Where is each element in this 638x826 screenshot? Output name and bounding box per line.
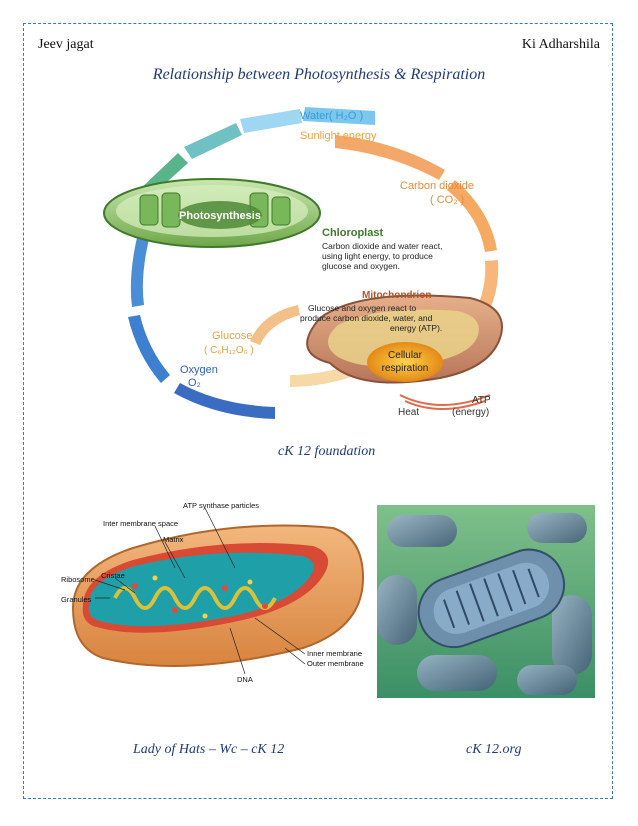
atp-label-1: ATP: [472, 395, 491, 406]
caption-ck12-org: cK 12.org: [466, 742, 522, 757]
glucose-label-2: ( C₆H₁₂O₆ ): [204, 345, 254, 356]
chloroplast-text-3: glucose and oxygen.: [322, 261, 400, 271]
heat-label: Heat: [398, 407, 419, 418]
mito-text-2: produce carbon dioxide, water, and: [300, 313, 433, 323]
mitochondria-3d-image: [377, 505, 595, 698]
oxygen-label-1: Oxygen: [180, 364, 218, 376]
page-border: [23, 23, 613, 799]
label-cristae: Cristae: [101, 571, 125, 580]
co2-label-2: ( CO₂ ): [430, 194, 464, 206]
header-left: Jeev jagat: [38, 37, 94, 52]
cycle-figure: Photosynthesis Cellular respiration Wate…: [103, 107, 503, 419]
label-ribosome: Ribosome: [61, 575, 95, 584]
label-outer-membrane: Outer membrane: [307, 659, 364, 668]
mito-text-3: energy (ATP).: [390, 323, 442, 333]
page-title: Relationship between Photosynthesis & Re…: [152, 66, 486, 83]
atp-label-2: (energy): [452, 407, 489, 418]
mito-text-1: Glucose and oxygen react to: [308, 303, 416, 313]
water-label: Water( H₂O ): [300, 110, 363, 122]
caption-ck12-foundation: cK 12 foundation: [278, 444, 376, 459]
photosynthesis-label: Photosynthesis: [179, 210, 261, 222]
chloroplast-text-2: using light energy, to produce: [322, 251, 433, 261]
heat-arcs: [399, 394, 491, 410]
glucose-label-1: Glucose: [212, 330, 252, 342]
label-inter-membrane: Inter membrane space: [103, 519, 178, 528]
mitochondrion-illustration: Cellular respiration: [306, 294, 503, 384]
cellular-label-2: respiration: [382, 363, 429, 374]
sunlight-label: Sunlight energy: [300, 130, 377, 142]
chloroplast-title: Chloroplast: [322, 227, 383, 239]
label-granules: Granules: [61, 595, 92, 604]
label-inner-membrane: Inner membrane: [307, 649, 362, 658]
co2-label-1: Carbon dioxide: [400, 180, 474, 192]
label-dna: DNA: [237, 675, 253, 684]
cellular-label-1: Cellular: [388, 350, 423, 361]
header-right: Ki Adharshila: [521, 37, 600, 52]
label-atp-synthase: ATP synthase particles: [183, 501, 259, 510]
label-matrix: Matrix: [163, 535, 184, 544]
oxygen-label-2: O₂: [188, 377, 201, 389]
chloroplast-illustration: Photosynthesis: [103, 178, 321, 248]
mito-title: Mitochondrion: [362, 290, 431, 301]
mitochondrion-diagram: ATP synthase particles Inter membrane sp…: [61, 501, 365, 684]
caption-lady-of-hats: Lady of Hats – Wc – cK 12: [133, 742, 285, 757]
chloroplast-text-1: Carbon dioxide and water react,: [322, 241, 443, 251]
